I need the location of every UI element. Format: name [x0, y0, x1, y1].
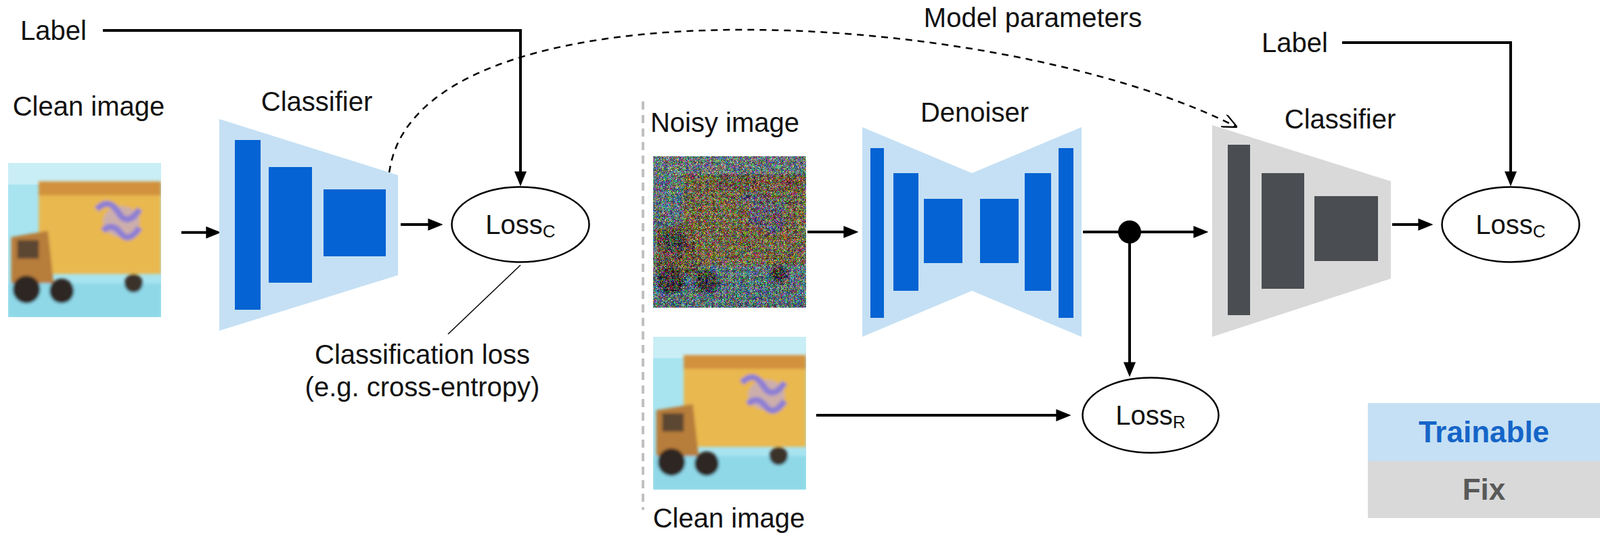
separator-line: [641, 101, 645, 511]
heading-holder: Noisy image: [650, 106, 800, 139]
legend-text: Fix: [1462, 473, 1506, 507]
denoiser-box: Denoiser: [862, 96, 1082, 338]
leader-line: [448, 265, 521, 335]
loss-subscript: C: [1532, 222, 1546, 241]
node-shape: [219, 119, 398, 331]
image-node: Clean image: [653, 337, 807, 535]
classifier-outline: [1212, 125, 1391, 338]
annotation-text: Classification loss (e.g. cross-entropy): [295, 338, 550, 404]
layer-bar: [870, 148, 884, 319]
layer-bar: [268, 167, 313, 283]
node-heading: Noisy image: [650, 107, 800, 138]
classifier-outline: [219, 119, 398, 331]
loss-ellipse: LossC: [450, 186, 591, 264]
classifier-box: Classifier: [219, 85, 398, 331]
flow-arrow: [816, 414, 1069, 417]
loss-text-holder: LossR: [1081, 376, 1220, 455]
loss-ellipse: LossC: [1440, 186, 1581, 264]
layer-bar: [234, 140, 261, 310]
input-label: Label: [1261, 26, 1328, 59]
node-heading: Classifier: [261, 86, 373, 117]
loss-label: Loss: [1115, 399, 1173, 432]
loss-outline: [1082, 378, 1219, 454]
layer-bar: [1024, 173, 1052, 292]
node-heading: Clean image: [12, 91, 166, 122]
junction-dot: [1118, 220, 1142, 244]
loss-subscript: C: [542, 222, 556, 241]
loss-outline: [452, 187, 590, 263]
heading-holder: Clean image: [653, 502, 806, 535]
layer-bar: [1058, 148, 1074, 319]
loss-text-holder: LossC: [450, 186, 591, 264]
layer-bar: [323, 189, 386, 257]
heading-holder: Denoiser: [920, 96, 1029, 129]
flow-arrow: [1392, 223, 1431, 227]
loss-text-holder: LossC: [1440, 186, 1581, 264]
layer-bar: [1227, 144, 1251, 316]
node-heading: Classifier: [1284, 104, 1396, 135]
layer-bar: [1261, 173, 1305, 290]
node-shape: [1212, 125, 1391, 338]
loss-outline: [1442, 187, 1580, 263]
flow-arrow: [1082, 232, 1130, 375]
heading-holder: Classifier: [261, 85, 373, 118]
node-shape: [653, 337, 807, 491]
loss-subscript: R: [1172, 413, 1186, 432]
node-shape: [862, 127, 1082, 338]
flow-arrow: [807, 230, 856, 234]
legend-swatch: Fix: [1367, 461, 1600, 519]
layer-bar: [1314, 196, 1379, 262]
heading-holder: Clean image: [12, 90, 166, 123]
flow-arrow: [181, 231, 218, 235]
noise-overlay: [653, 156, 807, 308]
legend-text: Trainable: [1418, 415, 1550, 450]
layer-bar: [893, 173, 919, 292]
node-heading: Clean image: [653, 503, 806, 534]
heading-holder: Classifier: [1284, 102, 1396, 136]
node-shape: [653, 156, 807, 308]
legend-swatch: Trainable: [1367, 403, 1600, 462]
image-picture: [8, 163, 162, 318]
image-picture: [653, 337, 807, 491]
classifier-box: Classifier: [1212, 102, 1396, 338]
denoiser-outline: [862, 127, 1082, 338]
loss-label: Loss: [1475, 208, 1533, 241]
layer-bar: [980, 198, 1019, 264]
node-shape: [8, 163, 162, 318]
edge-label: Model parameters: [919, 1, 1146, 34]
layer-bar: [923, 198, 963, 264]
legend: TrainableFix: [1367, 403, 1600, 519]
loss-label: Loss: [485, 208, 543, 241]
image-picture: [653, 156, 807, 308]
input-label: Label: [20, 14, 87, 47]
image-node: Clean image: [8, 90, 165, 318]
flow-arrow: [400, 223, 440, 227]
loss-ellipse: LossR: [1081, 376, 1220, 455]
dashed-arrow: [389, 29, 1236, 173]
node-heading: Denoiser: [920, 97, 1029, 128]
image-node: Noisy image: [650, 106, 807, 308]
